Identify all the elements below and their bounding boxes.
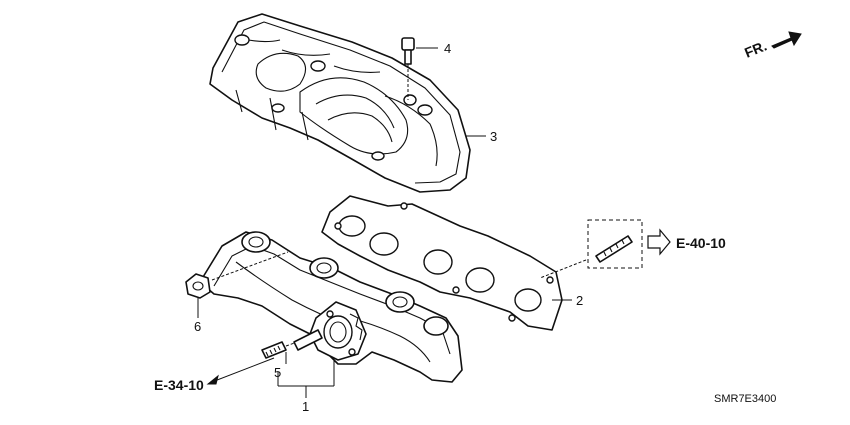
stud-detail-box	[539, 219, 643, 279]
callout-4: 4	[444, 41, 451, 56]
diagram-code: SMR7E3400	[714, 393, 776, 405]
heat-shield-bolt-part	[401, 37, 415, 100]
front-arrow-icon	[771, 31, 802, 49]
reference-e34-label: E-34-10	[154, 377, 204, 393]
manifold-stud-part	[261, 329, 323, 359]
manifold-gasket-part	[321, 195, 563, 331]
reference-arrow-icon	[647, 228, 671, 256]
callout-5: 5	[274, 365, 281, 380]
callout-1: 1	[302, 399, 309, 414]
callout-2: 2	[576, 293, 583, 308]
front-direction-marker: FR.	[742, 31, 802, 61]
callout-leaders	[197, 47, 572, 398]
front-direction-label: FR.	[742, 37, 769, 60]
reference-e34[interactable]: E-34-10	[154, 357, 275, 393]
heat-shield-part	[209, 13, 471, 193]
manifold-nut-part	[185, 251, 289, 299]
callout-3: 3	[490, 129, 497, 144]
callout-6: 6	[194, 319, 201, 334]
exhaust-manifold-part	[199, 231, 463, 383]
reference-e40-label: E-40-10	[676, 235, 726, 251]
reference-e40[interactable]: E-40-10	[647, 228, 726, 256]
reference-arrow-icon	[206, 374, 219, 385]
